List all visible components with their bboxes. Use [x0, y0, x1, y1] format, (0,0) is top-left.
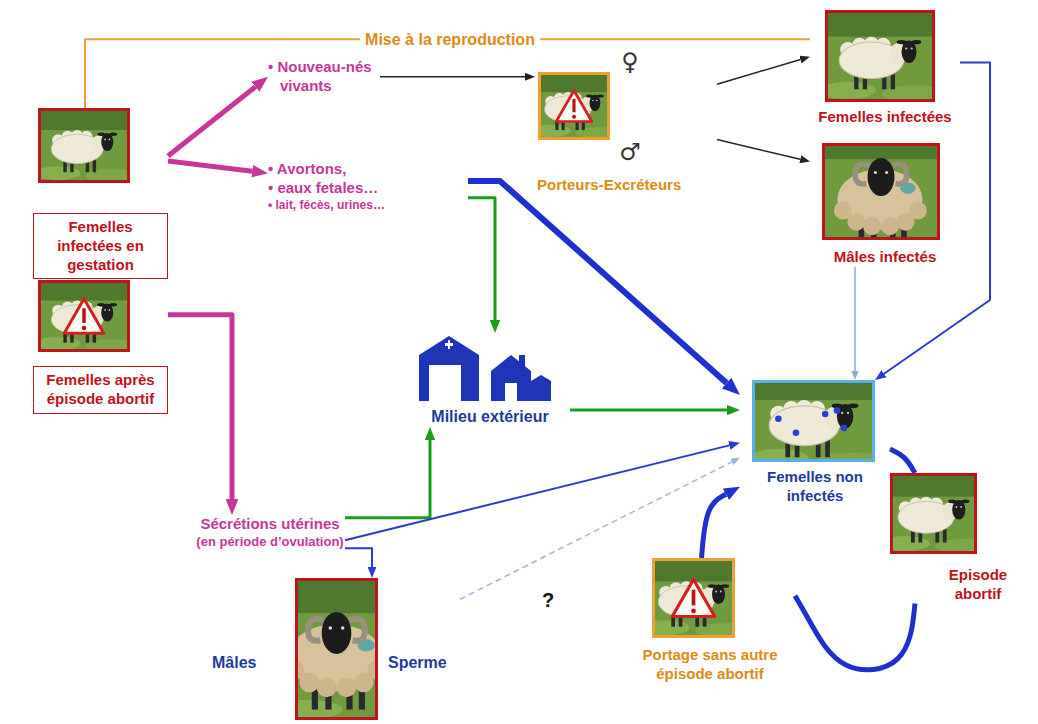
animal-picture [541, 75, 607, 137]
animal-picture [755, 383, 872, 459]
animal-picture [893, 476, 974, 551]
arrow-connector [468, 181, 727, 383]
photo-frame [295, 578, 378, 720]
arrow-connector [380, 76, 525, 78]
photo-frame [652, 558, 735, 638]
photo-frame [38, 280, 130, 352]
edge-label: ? [537, 589, 559, 612]
photo-frame [822, 143, 940, 240]
photo-node: Episode abortif [888, 473, 1023, 604]
ram-symbol [825, 146, 937, 237]
warn-symbol [672, 580, 715, 617]
photo-node: Mâles infectés [810, 143, 960, 267]
arrow-connector [345, 548, 372, 567]
node-label: Sperme [388, 653, 447, 673]
node-label: • Nouveau-nés vivants [268, 58, 380, 96]
warn-symbol [64, 299, 104, 333]
arrow-connector [468, 198, 495, 320]
node-label: Femelles infectées [810, 108, 960, 127]
text-node: • Nouveau-nés vivants [268, 58, 380, 96]
barn-node: Milieu extérieur [410, 333, 570, 427]
arrow-connector [85, 39, 810, 108]
node-label: Mâles [212, 653, 256, 673]
photo-node: Femelles infectées en gestation [33, 108, 168, 279]
photo-node: Mâles Sperme [210, 578, 460, 720]
node-label: (en période d’ovulation) [195, 534, 345, 550]
sheep-symbol [41, 111, 127, 180]
node-label: Porteurs-Excréteurs [535, 176, 717, 195]
photo-node: Femelles après épisode abortif [33, 280, 168, 414]
arrow-connector [702, 494, 726, 558]
arrow-connector [345, 440, 430, 518]
sheep-symbol [541, 75, 607, 137]
sheep-symbol [41, 283, 127, 349]
animal-picture [828, 13, 932, 99]
arrow-connector [717, 60, 800, 85]
photo-frame [538, 72, 610, 140]
arrow-connector [345, 445, 729, 540]
arrow-connector [795, 596, 915, 670]
node-label: • Avortons, [268, 160, 468, 179]
animal-picture [415, 333, 555, 401]
node-label: Sécrétions utérines [195, 515, 345, 534]
node-label: • eaux fetales… [268, 179, 468, 198]
sheep-symbol [655, 561, 732, 635]
dots-symbol [775, 407, 847, 436]
photo-frame [415, 333, 555, 401]
node-label: • lait, fécès, urines… [268, 198, 468, 213]
animal-picture [298, 581, 375, 717]
animal-picture [41, 111, 127, 180]
photo-node: Femelles non infectés [740, 380, 890, 506]
arrow-connector [854, 267, 856, 371]
node-label: Portage sans autre épisode abortif [625, 646, 795, 684]
arrow-connector [168, 87, 255, 156]
arrow-connector [717, 140, 800, 160]
arrow-connector [570, 409, 727, 412]
ram-symbol [298, 581, 375, 717]
photo-node: Portage sans autre épisode abortif [625, 558, 795, 684]
text-node: • Avortons,• eaux fetales…• lait, fécès,… [268, 160, 468, 213]
node-label: Episode abortif [938, 566, 1018, 604]
photo-frame [38, 108, 130, 183]
sheep-symbol [893, 476, 974, 551]
node-label: Milieu extérieur [410, 407, 570, 427]
animal-picture [655, 561, 732, 635]
photo-node: Femelles infectées [810, 10, 960, 127]
animal-picture [825, 146, 937, 237]
photo-node: Porteurs-Excréteurs [535, 72, 717, 195]
sex-symbol: ♀ [616, 48, 644, 76]
sheep-symbol [828, 13, 932, 99]
photo-frame [825, 10, 935, 102]
node-label: Femelles après épisode abortif [33, 366, 168, 414]
animal-picture [41, 283, 127, 349]
node-label: Femelles infectées en gestation [33, 213, 168, 279]
barn-symbol [419, 336, 551, 401]
node-label: Femelles non infectés [740, 468, 890, 506]
sheep-symbol [755, 383, 872, 459]
photo-frame [752, 380, 875, 462]
photo-frame [890, 473, 977, 554]
sex-symbol: ♂ [614, 138, 646, 166]
arrow-connector [890, 449, 915, 473]
arrow-connector [168, 315, 232, 499]
node-label: Mâles infectés [810, 248, 960, 267]
warn-symbol [556, 91, 592, 122]
text-node: Sécrétions utérines(en période d’ovulati… [195, 515, 345, 550]
edge-label: Mise à la reproduction [360, 31, 540, 49]
arrow-connector [168, 161, 252, 171]
